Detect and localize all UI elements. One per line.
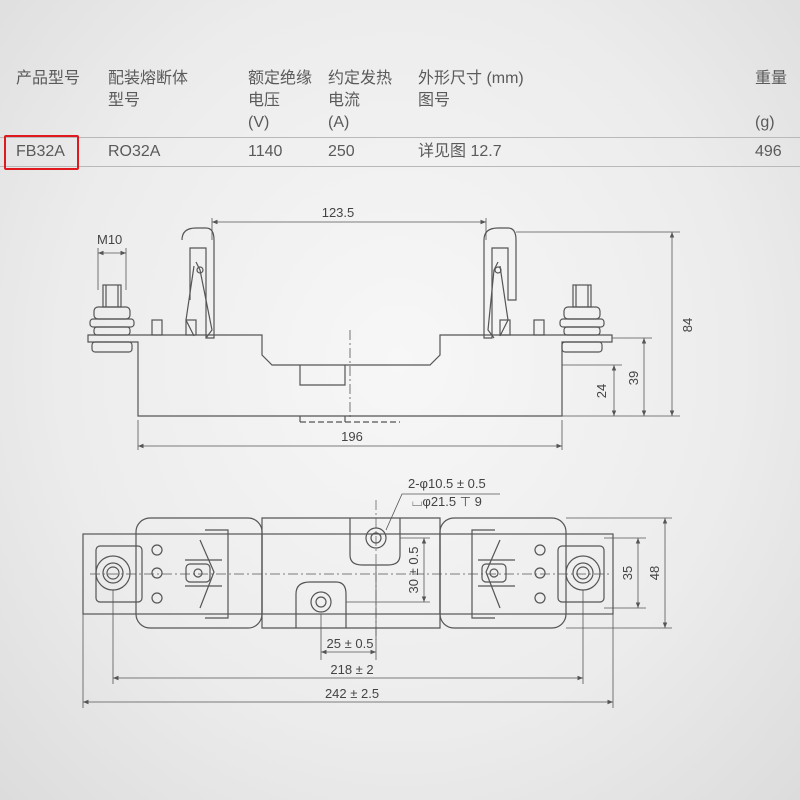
left-terminal: [95, 529, 229, 619]
right-bolt: [559, 284, 605, 353]
right-clip: [483, 227, 517, 339]
header-voltage: 额定绝缘 电压 (V): [248, 70, 313, 131]
left-bolt: [89, 284, 135, 353]
dim-35: 35: [620, 566, 635, 580]
dim-123-5: 123.5: [322, 205, 355, 220]
front-view: [87, 227, 613, 423]
left-clip: [181, 227, 215, 339]
header-model: 产品型号: [16, 70, 81, 87]
dim-39: 39: [626, 371, 641, 385]
base-plate: [87, 334, 613, 417]
dim-242: 242 ± 2.5: [325, 686, 379, 701]
cell-dimensions: 详见图 12.7: [418, 143, 502, 160]
front-dimensions: [97, 218, 680, 450]
cell-weight: 496: [755, 143, 782, 160]
dim-218: 218 ± 2: [330, 662, 373, 677]
model-highlight-box: [4, 135, 79, 170]
spec-table: 产品型号 配装熔断体 型号 额定绝缘 电压 (V) 约定发热 电流 (A) 外形…: [0, 0, 800, 170]
top-dimensions: [82, 493, 672, 708]
top-view: [82, 500, 614, 640]
header-current: 约定发热 电流 (A): [328, 70, 393, 131]
hole-note-2: ⌴φ21.5 ⊤ 9: [412, 494, 482, 509]
mounting-hole-lower: [295, 581, 347, 628]
hole-note-1: 2-φ10.5 ± 0.5: [408, 476, 486, 491]
row-rule: [0, 166, 800, 167]
header-dimensions: 外形尺寸 (mm) 图号: [418, 70, 524, 109]
dim-30: 30 ± 0.5: [406, 547, 421, 594]
right-terminal: [471, 529, 605, 619]
dim-48: 48: [647, 566, 662, 580]
dim-196: 196: [341, 429, 363, 444]
header-rule: [0, 137, 800, 138]
cell-current: 250: [328, 143, 355, 160]
dim-m10: M10: [97, 232, 122, 247]
top-plate: [82, 533, 614, 615]
dim-25: 25 ± 0.5: [327, 636, 374, 651]
cell-model: FB32A: [16, 143, 65, 160]
cell-voltage: 1140: [248, 143, 283, 160]
mounting-hole-upper: [349, 518, 401, 566]
dim-24: 24: [594, 384, 609, 398]
cell-fuse-model: RO32A: [108, 143, 161, 160]
header-weight: 重量 (g): [755, 70, 788, 131]
dim-84: 84: [680, 318, 695, 332]
header-fuse-model: 配装熔断体 型号: [108, 70, 189, 109]
